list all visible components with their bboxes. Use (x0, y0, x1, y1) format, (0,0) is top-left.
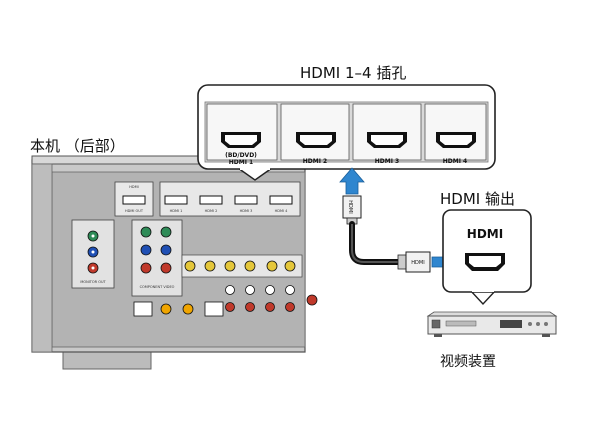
svg-text:HDMI: HDMI (129, 185, 138, 189)
callout-jack-hdmi-1 (206, 103, 278, 161)
hdmi-output-label: HDMI 输出 (440, 190, 515, 208)
hdmi-cable: HDMI HDMI (342, 195, 431, 273)
callout-hdmi-1-label: HDMI 1 (229, 159, 253, 166)
svg-text:HDMI 1: HDMI 1 (170, 209, 183, 213)
svg-text:HDMI 4: HDMI 4 (275, 209, 288, 213)
svg-text:MONITOR OUT: MONITOR OUT (80, 280, 106, 284)
arrow-to-hdmi-3-icon (339, 167, 365, 195)
callout-jack-hdmi-4 (424, 103, 487, 161)
svg-text:COMPONENT VIDEO: COMPONENT VIDEO (140, 285, 175, 289)
receiver-rear-panel: HDMI HDMI OUT HDMI 1 HDMI 2 HDMI 3 HDMI … (31, 155, 318, 370)
callout-hdmi-3-label: HDMI 3 (375, 158, 399, 165)
device-port-label: HDMI (467, 227, 503, 241)
callout-hdmi-2-label: HDMI 2 (303, 158, 327, 165)
callout-jack-hdmi-2 (280, 103, 350, 161)
video-device-label: 视频装置 (440, 354, 496, 370)
unit-rear-label: 本机 （后部） (30, 137, 125, 155)
cable-plug-side-label: HDMI (411, 260, 424, 266)
video-device-illustration (426, 311, 558, 337)
callout-hdmi-1-sub: (BD/DVD) (225, 152, 257, 159)
svg-text:HDMI 2: HDMI 2 (205, 209, 218, 213)
hdmi-jacks-callout: (BD/DVD) HDMI 1 HDMI 2 HDMI 3 HDMI 4 (197, 84, 496, 181)
callout-hdmi-4-label: HDMI 4 (443, 158, 467, 165)
callout-jack-hdmi-3 (352, 103, 422, 161)
svg-text:HDMI 3: HDMI 3 (240, 209, 253, 213)
svg-text:HDMI OUT: HDMI OUT (125, 209, 144, 213)
cable-plug-top-label: HDMI (347, 200, 353, 213)
hdmi-jacks-title: HDMI 1–4 插孔 (300, 64, 407, 82)
device-hdmi-callout: HDMI (442, 209, 532, 306)
